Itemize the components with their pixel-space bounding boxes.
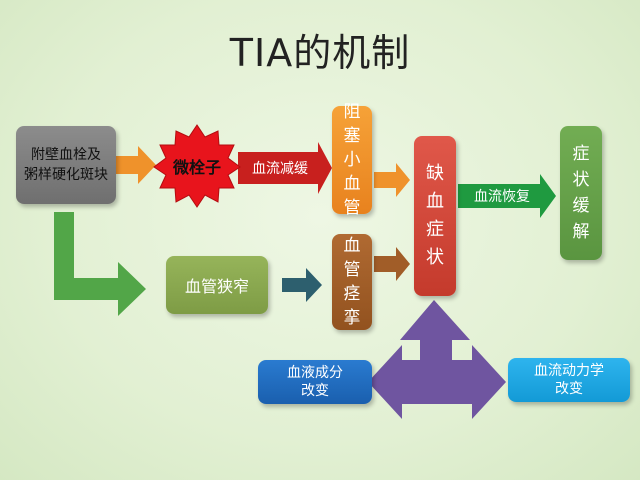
plaque-line2: 粥样硬化斑块 bbox=[24, 167, 108, 183]
ischemia-box: 缺 血 症 状 bbox=[414, 136, 456, 296]
ischemia-char: 缺 bbox=[426, 163, 444, 184]
block-char: 血 bbox=[343, 174, 361, 194]
relief-char: 症 bbox=[572, 144, 590, 164]
relief-box: 症 状 缓 解 bbox=[560, 126, 602, 260]
block-char: 阻 bbox=[343, 102, 361, 122]
blood-composition-box: 血液成分 改变 bbox=[258, 360, 372, 404]
arrow-plaque-to-stenosis bbox=[54, 212, 146, 316]
relief-char: 缓 bbox=[572, 196, 590, 216]
microembolus-label: 微栓子 bbox=[172, 158, 221, 177]
arrow-stenosis-to-spasm bbox=[282, 268, 322, 302]
arrow-plaque-to-embolus bbox=[116, 146, 156, 184]
hemodynamics-line2: 改变 bbox=[555, 381, 583, 397]
block-char: 塞 bbox=[343, 126, 361, 146]
spasm-box: 血 管 痉 挛 bbox=[332, 234, 372, 330]
arrow-spasm-to-ischemia bbox=[374, 247, 410, 281]
arrow-flow-recover bbox=[458, 174, 556, 218]
blood-comp-line1: 血液成分 bbox=[287, 365, 343, 381]
flow-slow-label: 血流减缓 bbox=[252, 161, 308, 177]
relief-char: 状 bbox=[572, 170, 590, 190]
stenosis-label: 血管狭窄 bbox=[184, 277, 249, 296]
plaque-box: 附壁血栓及 粥样硬化斑块 bbox=[16, 126, 116, 204]
ischemia-char: 症 bbox=[426, 219, 444, 240]
spasm-char: 挛 bbox=[343, 308, 361, 328]
block-char: 小 bbox=[343, 150, 361, 170]
blood-comp-line2: 改变 bbox=[301, 383, 329, 399]
flow-recover-label: 血流恢复 bbox=[474, 189, 530, 205]
arrow-purple-triple bbox=[368, 300, 506, 419]
ischemia-char: 状 bbox=[426, 247, 444, 268]
ischemia-char: 血 bbox=[426, 191, 444, 212]
spasm-char: 血 bbox=[343, 236, 361, 256]
hemodynamics-box: 血流动力学 改变 bbox=[508, 358, 630, 402]
spasm-char: 管 bbox=[343, 260, 361, 280]
plaque-line1: 附壁血栓及 bbox=[31, 147, 101, 163]
block-char: 管 bbox=[343, 198, 361, 218]
block-small-vessel-box: 阻 塞 小 血 管 bbox=[332, 102, 372, 218]
spasm-char: 痉 bbox=[343, 284, 361, 304]
hemodynamics-line1: 血流动力学 bbox=[534, 363, 604, 379]
stenosis-box: 血管狭窄 bbox=[166, 256, 268, 314]
relief-char: 解 bbox=[572, 222, 590, 242]
arrow-block-to-ischemia bbox=[374, 163, 410, 197]
microembolus-star-icon bbox=[153, 124, 241, 208]
arrow-flow-slow bbox=[238, 142, 332, 194]
page-title: TIA的机制 bbox=[229, 31, 411, 75]
